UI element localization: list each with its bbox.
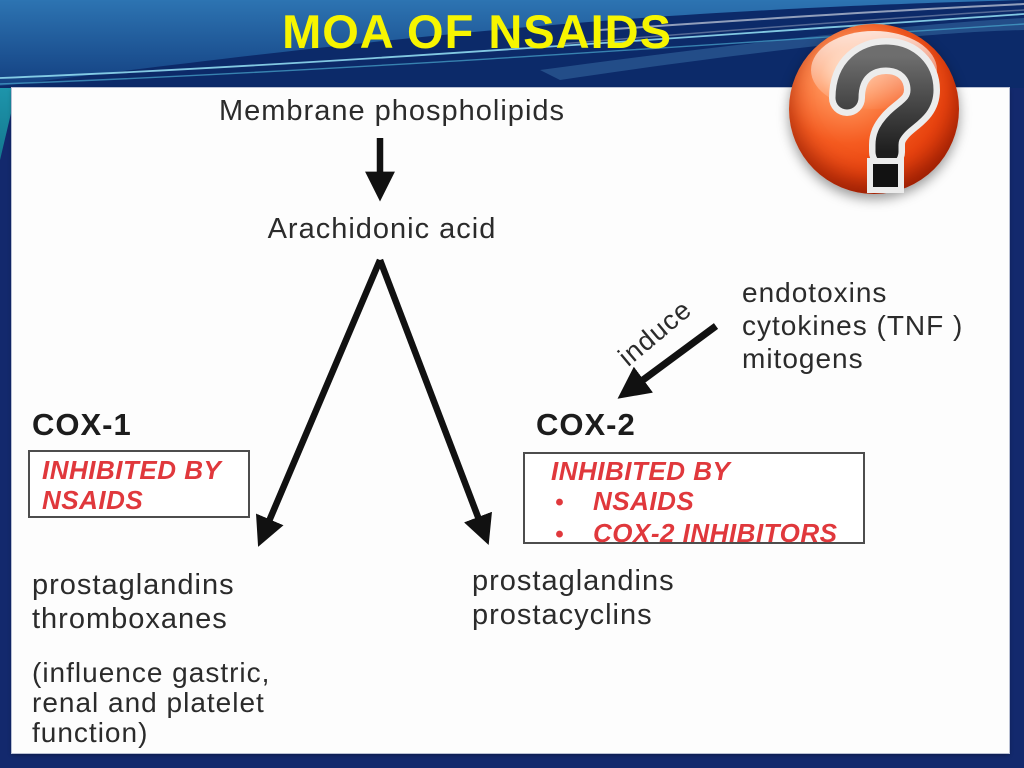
cox1-product-thromboxanes: thromboxanes (32, 603, 228, 635)
cox2-products: prostaglandins prostacyclins (472, 564, 675, 632)
inducer-endotoxins: endotoxins (742, 277, 888, 308)
cox2-label: COX-2 (536, 407, 636, 442)
title-banner: MOA OF NSAIDS (0, 0, 1024, 88)
cox2-inhibited-title: INHIBITED BY (551, 456, 731, 486)
cox2-bullet-cox2-inhibitors: • COX-2 INHIBITORS (555, 518, 838, 548)
bullet-icon: • (555, 521, 564, 548)
bullet-icon: • (555, 489, 564, 516)
inducers-list: endotoxins cytokines (TNF ) mitogens (742, 276, 963, 375)
cox1-product-prostaglandins: prostaglandins (32, 569, 235, 601)
cox1-inhibited-line1: INHIBITED BY (42, 455, 222, 485)
cox1-inhibited-box: INHIBITED BY NSAIDS (28, 450, 250, 518)
flow-arrows (256, 138, 719, 547)
cox2-product-prostacyclins: prostacyclins (472, 599, 653, 631)
induce-arrow (617, 323, 719, 399)
arachidonic-to-cox1-arrow (256, 258, 383, 547)
question-mark-icon (829, 38, 940, 193)
cox2-product-prostaglandins: prostaglandins (472, 565, 675, 597)
cox1-label: COX-1 (32, 407, 132, 442)
membrane-phospholipids-label: Membrane phospholipids (218, 95, 566, 127)
cox1-inhibited-line2: NSAIDS (42, 485, 144, 515)
inducer-cytokines: cytokines (TNF ) (742, 310, 964, 341)
cox2-inhibited-box: INHIBITED BY • NSAIDS • COX-2 INHIBITORS (523, 452, 865, 548)
cox1-products: prostaglandins thromboxanes (32, 568, 235, 636)
inducer-mitogens: mitogens (742, 343, 864, 374)
cox1-products-note: (influence gastric, renal and platelet f… (32, 657, 271, 748)
cox2-bullet-nsaids: • NSAIDS (555, 486, 695, 516)
arachidonic-to-cox2-arrow (376, 258, 492, 545)
moa-diagram-panel: Membrane phospholipids Arachidonic acid … (12, 88, 1009, 753)
page-title: MOA OF NSAIDS (282, 5, 672, 58)
arachidonic-acid-label: Arachidonic acid (267, 213, 497, 245)
help-button[interactable] (789, 24, 959, 194)
